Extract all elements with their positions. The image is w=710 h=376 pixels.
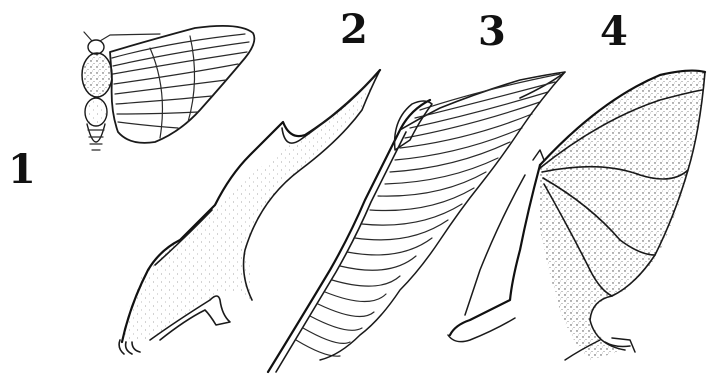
insect-wing-drawing [82, 26, 254, 150]
bird-wing-drawing [268, 72, 565, 372]
label-bat: 4 [600, 12, 628, 52]
insect-wing [110, 26, 254, 143]
label-bird: 3 [478, 12, 506, 52]
pterosaur-wing-drawing [119, 70, 380, 354]
bat-wing-drawing [448, 71, 705, 360]
label-insect: 1 [8, 150, 36, 190]
label-pterosaur: 2 [340, 10, 368, 50]
